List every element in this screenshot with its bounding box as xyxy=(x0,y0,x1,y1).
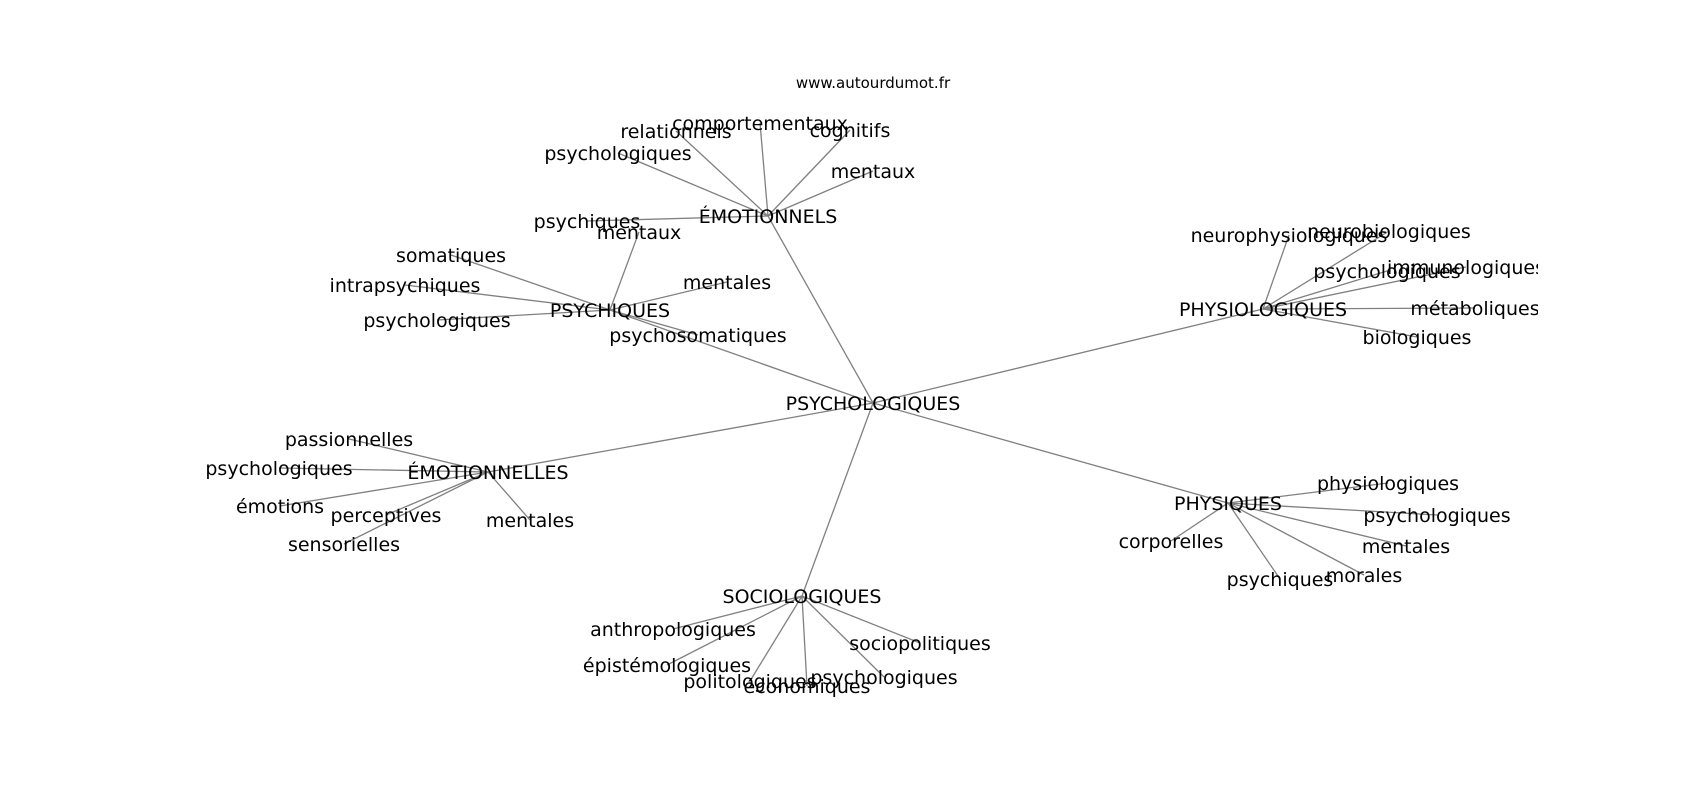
edge-hub-5-leaf-6 xyxy=(1170,502,1229,542)
node-hub-2-leaf-3: psychologiques xyxy=(363,310,510,332)
node-center: PSYCHOLOGIQUES xyxy=(786,393,961,415)
node-hub-4-leaf-1: passionnelles xyxy=(285,429,413,451)
edge-hub-1-leaf-5 xyxy=(767,170,874,217)
edge-hub-3-leaf-3 xyxy=(1262,270,1388,310)
edge-center-hub-3 xyxy=(872,308,1264,404)
node-hub-6-leaf-5: psychologiques xyxy=(810,667,957,689)
edge-hub-3-leaf-1 xyxy=(1262,234,1290,310)
edge-hub-6-leaf-3 xyxy=(749,595,803,682)
node-hub-5-leaf-3: mentales xyxy=(1362,536,1450,558)
node-hub-2-leaf-6: psychosomatiques xyxy=(609,325,786,347)
edge-hub-6-leaf-5 xyxy=(801,595,885,678)
edge-hub-4-leaf-1 xyxy=(348,438,489,473)
node-hub-5-leaf-4: morales xyxy=(1326,565,1402,587)
node-hub-5-leaf-5: psychiques xyxy=(1227,569,1334,591)
node-hub-2: PSYCHIQUES xyxy=(550,300,670,322)
node-hub-4-leaf-2: psychologiques xyxy=(205,458,352,480)
edge-center-hub-4 xyxy=(487,402,874,473)
node-hub-3-leaf-1: neurophysiologiques xyxy=(1191,225,1388,247)
edge-hub-6-leaf-2 xyxy=(666,595,803,666)
node-hub-1: ÉMOTIONNELS xyxy=(699,205,838,228)
edge-center-hub-2 xyxy=(609,309,874,404)
edge-hub-3-leaf-5 xyxy=(1262,307,1476,310)
edge-hub-1-leaf-4 xyxy=(767,129,851,217)
edge-hub-1-leaf-3 xyxy=(759,122,769,217)
node-hub-1-leaf-3: comportementaux xyxy=(672,113,848,135)
node-hub-1-leaf-5: mentaux xyxy=(831,161,916,183)
node-hub-2-leaf-1: somatiques xyxy=(396,245,506,267)
edge-hub-5-leaf-1 xyxy=(1227,482,1389,504)
node-hub-4-leaf-3: émotions xyxy=(236,496,324,518)
node-hub-1-leaf-4: cognitifs xyxy=(810,120,891,142)
node-hub-6-leaf-1: anthropologiques xyxy=(590,619,756,641)
node-hub-5-leaf-6: corporelles xyxy=(1119,531,1224,553)
edge-hub-5-leaf-5 xyxy=(1227,502,1281,580)
node-hub-1-leaf-2: relationnels xyxy=(620,121,731,143)
edge-hub-2-leaf-5 xyxy=(609,281,728,311)
node-hub-6-leaf-3: politologiques xyxy=(683,671,816,693)
node-hub-3: PHYSIOLOGIQUES xyxy=(1179,299,1347,321)
edge-hub-4-leaf-3 xyxy=(279,471,489,507)
node-hub-3-leaf-5: métaboliques xyxy=(1410,298,1539,320)
node-hub-5-leaf-1: physiologiques xyxy=(1317,473,1459,495)
node-hub-6-leaf-4: économiques xyxy=(744,676,871,698)
edge-hub-4-leaf-6 xyxy=(487,471,531,521)
node-hub-6-leaf-2: épistémologiques xyxy=(583,655,751,677)
node-hub-5: PHYSIQUES xyxy=(1174,493,1282,515)
node-hub-3-leaf-4: immunologiques xyxy=(1387,257,1545,279)
node-hub-6-leaf-6: sociopolitiques xyxy=(849,633,991,655)
edge-hub-2-leaf-4 xyxy=(609,231,640,311)
node-hub-3-leaf-2: neurobiologiques xyxy=(1307,221,1471,243)
source-credit: www.autourdumot.fr xyxy=(796,74,951,92)
node-hub-6: SOCIOLOGIQUES xyxy=(723,586,882,608)
edge-hub-1-leaf-6 xyxy=(586,215,769,222)
edge-center-hub-5 xyxy=(872,402,1229,504)
edge-center-hub-6 xyxy=(801,402,874,597)
edge-hub-4-leaf-4 xyxy=(385,471,489,516)
edge-hub-2-leaf-3 xyxy=(436,309,611,321)
edge-hub-4-leaf-2 xyxy=(278,467,489,473)
node-hub-2-leaf-4: mentaux xyxy=(597,222,682,244)
edge-hub-3-leaf-6 xyxy=(1262,308,1418,338)
node-hub-5-leaf-2: psychologiques xyxy=(1363,505,1510,527)
edge-hub-3-leaf-4 xyxy=(1262,266,1467,310)
edge-hub-2-leaf-6 xyxy=(609,309,699,336)
edge-center-hub-1 xyxy=(767,215,874,404)
node-hub-4-leaf-5: sensorielles xyxy=(288,534,400,556)
edge-hub-2-leaf-1 xyxy=(450,254,611,311)
edge-hub-5-leaf-3 xyxy=(1227,502,1407,547)
node-hub-4: ÉMOTIONNELLES xyxy=(407,461,568,484)
edge-hub-5-leaf-4 xyxy=(1227,502,1365,576)
node-hub-1-leaf-1: psychologiques xyxy=(544,143,691,165)
node-hub-4-leaf-4: perceptives xyxy=(331,505,442,527)
edge-hub-1-leaf-2 xyxy=(675,130,769,217)
node-hub-1-leaf-6: psychiques xyxy=(534,211,641,233)
node-hub-3-leaf-3: psychologiques xyxy=(1313,261,1460,283)
node-hub-2-leaf-5: mentales xyxy=(683,272,771,294)
node-hub-4-leaf-6: mentales xyxy=(486,510,574,532)
edge-hub-1-leaf-1 xyxy=(617,152,769,217)
node-hub-3-leaf-6: biologiques xyxy=(1363,327,1472,349)
edge-hub-6-leaf-4 xyxy=(801,595,808,687)
node-hub-2-leaf-2: intrapsychiques xyxy=(330,275,481,297)
edge-hub-2-leaf-2 xyxy=(404,284,611,311)
edge-hub-4-leaf-5 xyxy=(343,471,489,545)
edge-hub-5-leaf-2 xyxy=(1227,502,1438,516)
edge-hub-6-leaf-6 xyxy=(801,595,921,644)
edge-hub-6-leaf-1 xyxy=(672,595,803,630)
edge-hub-3-leaf-2 xyxy=(1262,230,1390,310)
